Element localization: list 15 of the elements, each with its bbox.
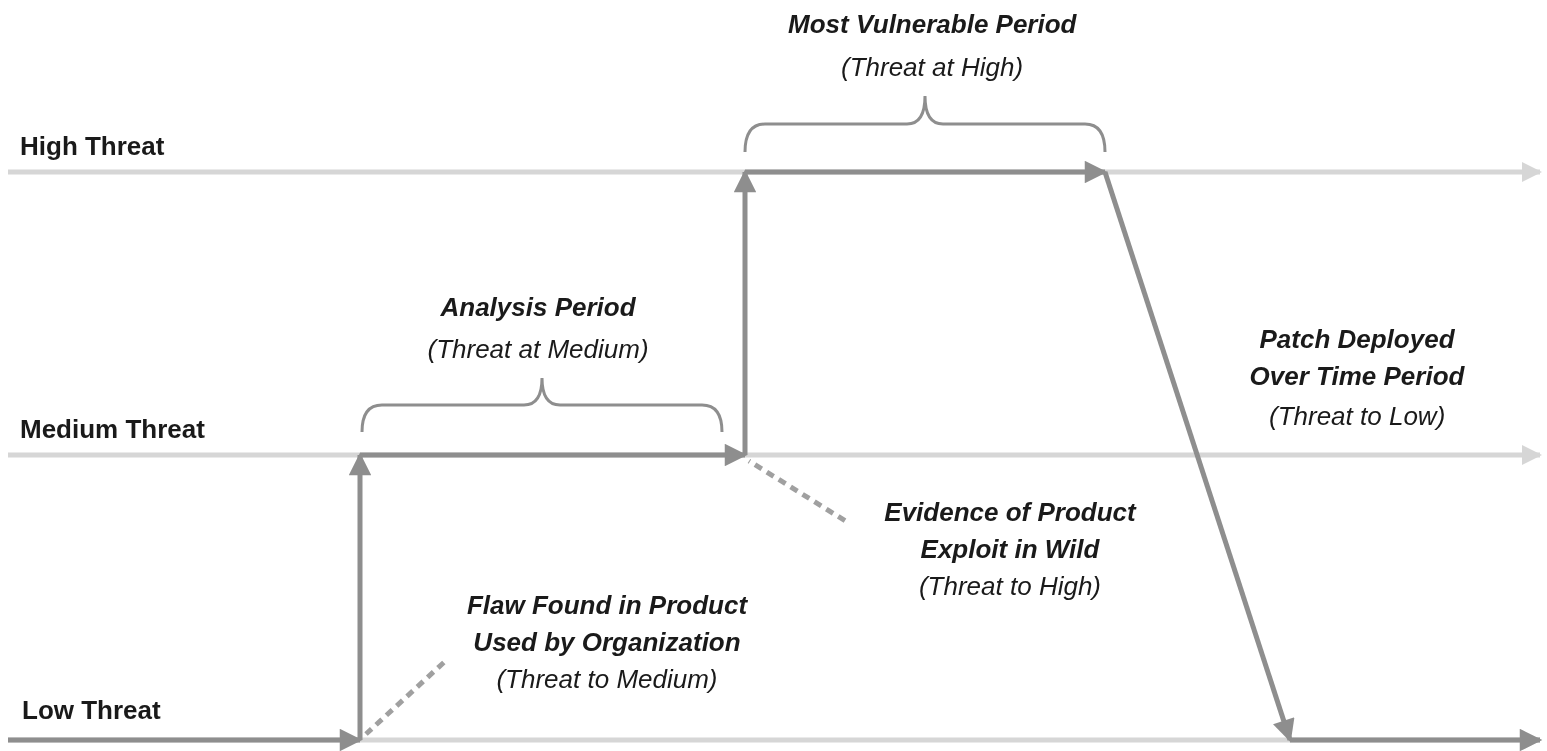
event-note: (Threat to High) [917, 570, 1103, 603]
level-label: Low Threat [22, 694, 161, 727]
period-note: (Threat at High) [841, 51, 1024, 84]
leader-line [364, 660, 446, 736]
level-label: Medium Threat [20, 413, 205, 446]
event-note: (Threat to Medium) [495, 663, 719, 696]
period-title: Most Vulnerable Period [788, 8, 1077, 41]
level-label: High Threat [20, 130, 165, 163]
period-title: Patch Deployed Over Time Period [1248, 323, 1466, 393]
event-title: Flaw Found in Product Used by Organization [465, 589, 749, 659]
period-title: Analysis Period [440, 291, 636, 324]
period-note: (Threat to Low) [1269, 400, 1446, 433]
leader-line [747, 458, 847, 523]
event-title: Evidence of Product Exploit in Wild [883, 496, 1138, 566]
period-note: (Threat at Medium) [427, 333, 649, 366]
